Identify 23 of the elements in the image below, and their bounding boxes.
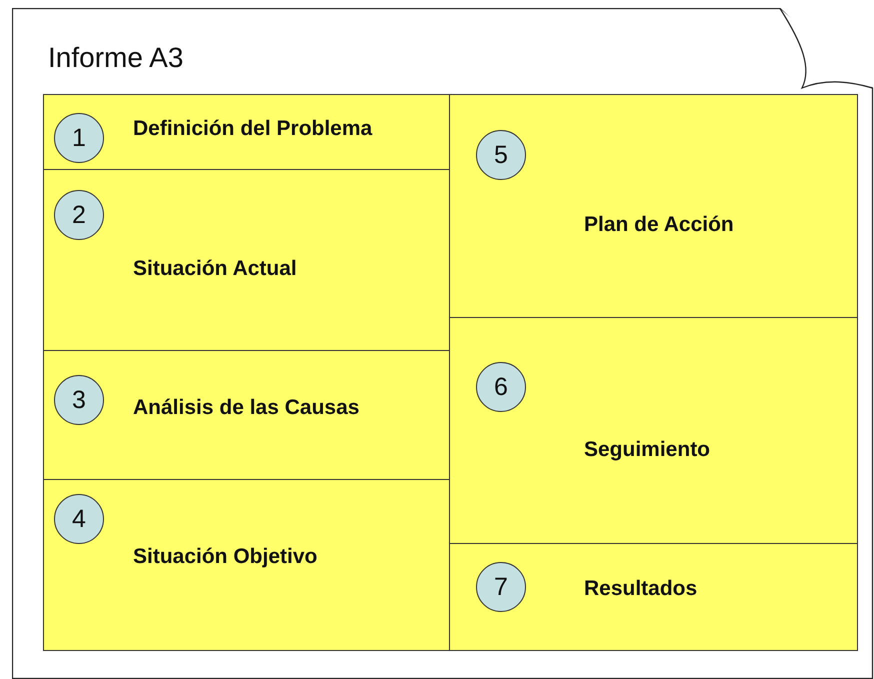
section-panel bbox=[449, 543, 858, 651]
step-number-circle: 5 bbox=[476, 130, 526, 180]
page-sheet bbox=[12, 8, 874, 679]
step-number-circle: 1 bbox=[54, 113, 104, 163]
section-heading: Situación Objetivo bbox=[133, 545, 318, 569]
section-heading: Seguimiento bbox=[584, 438, 710, 462]
section-heading: Plan de Acción bbox=[584, 213, 734, 237]
step-number-circle: 2 bbox=[54, 190, 104, 240]
section-heading: Resultados bbox=[584, 577, 698, 601]
section-heading: Análisis de las Causas bbox=[133, 396, 360, 420]
step-number-circle: 7 bbox=[476, 562, 526, 612]
step-number-circle: 3 bbox=[54, 375, 104, 425]
section-panel bbox=[43, 350, 450, 480]
page-title: Informe A3 bbox=[48, 42, 184, 74]
section-panel bbox=[43, 479, 450, 651]
step-number-circle: 4 bbox=[54, 494, 104, 544]
section-panel bbox=[449, 317, 858, 544]
section-heading: Situación Actual bbox=[133, 257, 297, 281]
section-panel bbox=[43, 94, 450, 170]
section-heading: Definición del Problema bbox=[133, 117, 372, 141]
section-panel bbox=[449, 94, 858, 318]
section-panel bbox=[43, 169, 450, 351]
step-number-circle: 6 bbox=[476, 362, 526, 412]
